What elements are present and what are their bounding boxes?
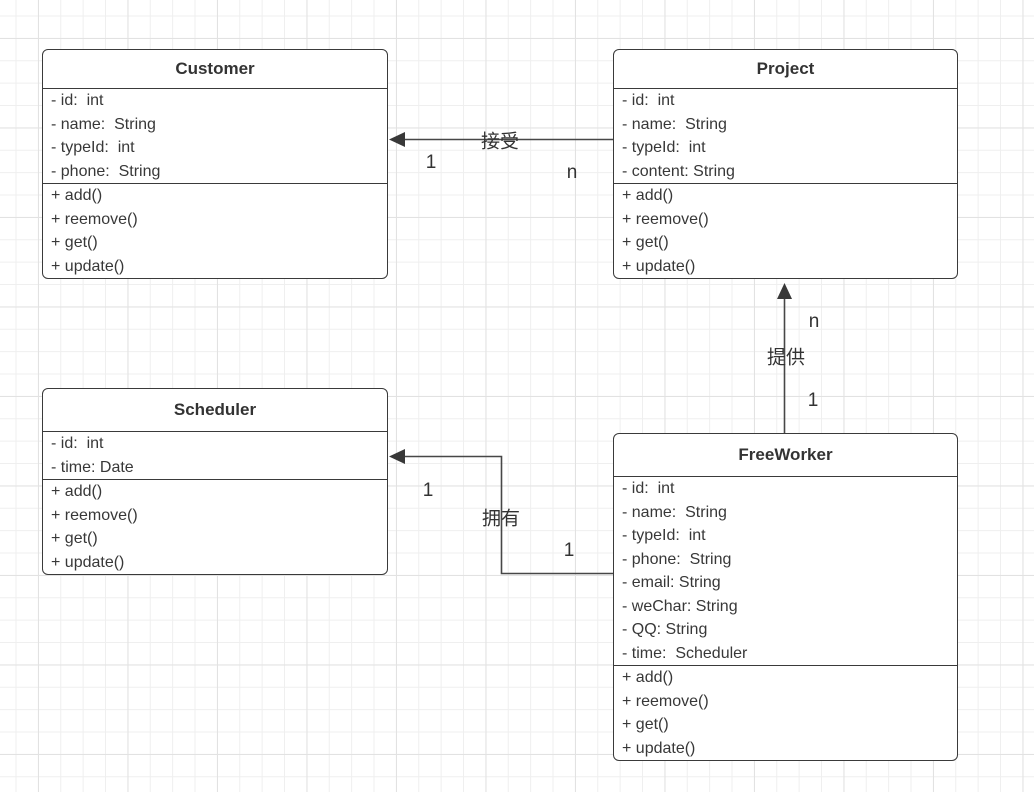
relation-provide-line[interactable] — [777, 283, 792, 433]
class-method: + add() — [51, 187, 103, 204]
class-method: + update() — [51, 553, 125, 571]
class-method: + get() — [51, 234, 98, 251]
class-method: + reemove() — [622, 210, 709, 228]
provide-multiplicity-freeworker[interactable]: 1 — [807, 390, 819, 411]
class-method: + get() — [51, 530, 98, 547]
class-method: + add() — [622, 669, 674, 686]
class-attribute: - id: int — [51, 92, 104, 109]
class-attribute: - typeId: int — [622, 527, 706, 544]
class-method: + update() — [51, 257, 125, 275]
attributes-section: - id: int - time: Date — [43, 432, 387, 480]
class-method: + reemove() — [51, 210, 138, 228]
class-attribute: - id: int — [622, 480, 675, 497]
class-box-customer[interactable]: Customer - id: int - name: String - type… — [42, 49, 388, 279]
methods-section: + add() + reemove() + get() + update() — [43, 184, 387, 278]
class-method: + update() — [622, 739, 696, 757]
class-attribute: - name: String — [622, 115, 727, 133]
class-box-project[interactable]: Project - id: int - name: String - typeI… — [613, 49, 958, 279]
class-box-scheduler[interactable]: Scheduler - id: int - time: Date + add()… — [42, 388, 388, 575]
accept-multiplicity-project[interactable]: n — [566, 162, 578, 183]
class-method: + add() — [51, 483, 103, 500]
class-attribute: - time: Scheduler — [622, 644, 748, 662]
class-box-freeworker[interactable]: FreeWorker - id: int - name: String - ty… — [613, 433, 958, 761]
class-method: + add() — [622, 187, 674, 204]
class-attribute: - name: String — [51, 115, 156, 133]
class-method: + get() — [622, 716, 669, 733]
methods-section: + add() + reemove() + get() + update() — [614, 184, 957, 278]
methods-section: + add() + reemove() + get() + update() — [43, 480, 387, 574]
class-method: + reemove() — [622, 692, 709, 710]
class-attribute: - time: Date — [51, 458, 134, 476]
class-name: FreeWorker — [614, 434, 957, 477]
arrowhead-left-icon — [389, 449, 405, 464]
own-multiplicity-scheduler[interactable]: 1 — [422, 480, 434, 501]
attributes-section: - id: int - name: String - typeId: int -… — [614, 89, 957, 184]
class-attribute: - typeId: int — [51, 139, 135, 156]
relation-own-label[interactable]: 拥有 — [481, 508, 521, 530]
class-attribute: - phone: String — [622, 550, 732, 568]
accept-multiplicity-customer[interactable]: 1 — [425, 152, 437, 173]
class-attribute: - QQ: String — [622, 621, 708, 638]
class-method: + update() — [622, 257, 696, 275]
class-name: Project — [614, 50, 957, 89]
arrowhead-up-icon — [777, 283, 792, 299]
relation-accept-label[interactable]: 接受 — [480, 131, 520, 153]
class-attribute: - weChar: String — [622, 597, 738, 615]
class-name: Customer — [43, 50, 387, 89]
class-name: Scheduler — [43, 389, 387, 432]
own-line — [403, 455, 613, 575]
class-attribute: - name: String — [622, 503, 727, 521]
attributes-section: - id: int - name: String - typeId: int -… — [614, 477, 957, 666]
class-method: + get() — [622, 234, 669, 251]
relation-accept-line[interactable] — [389, 132, 613, 147]
class-attribute: - typeId: int — [622, 139, 706, 156]
attributes-section: - id: int - name: String - typeId: int -… — [43, 89, 387, 184]
class-attribute: - email: String — [622, 574, 721, 591]
methods-section: + add() + reemove() + get() + update() — [614, 666, 957, 760]
class-attribute: - id: int — [622, 92, 675, 109]
class-attribute: - content: String — [622, 162, 735, 180]
class-attribute: - phone: String — [51, 162, 161, 180]
class-method: + reemove() — [51, 506, 138, 524]
relation-own-line[interactable] — [389, 449, 613, 575]
provide-multiplicity-project[interactable]: n — [808, 311, 820, 332]
arrowhead-left-icon — [389, 132, 405, 147]
relation-provide-label[interactable]: 提供 — [766, 347, 806, 369]
own-multiplicity-freeworker[interactable]: 1 — [563, 540, 575, 561]
class-attribute: - id: int — [51, 435, 104, 452]
